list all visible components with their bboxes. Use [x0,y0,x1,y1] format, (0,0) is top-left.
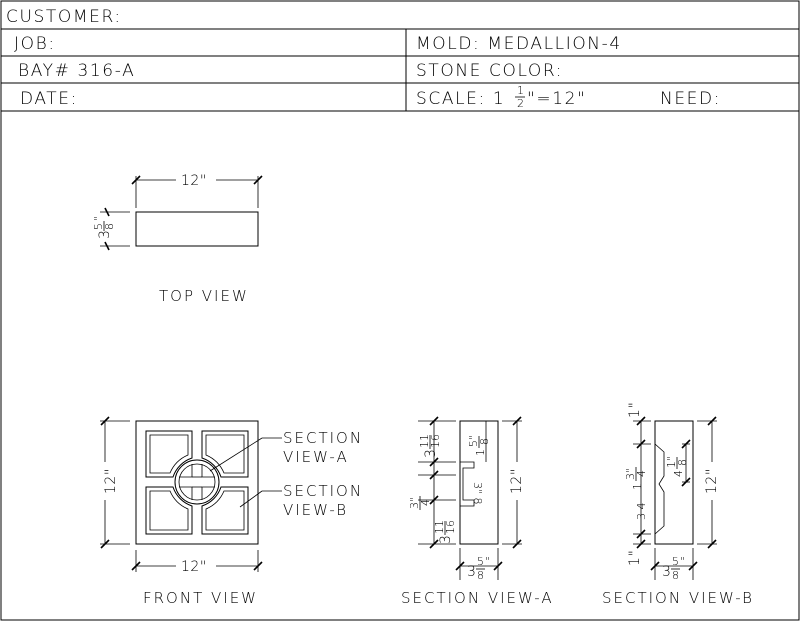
front-view-outline [135,420,259,545]
section-b-top-dim: 1" [627,402,643,418]
section-a-callout-line1: SECTION [283,429,363,447]
section-b-depth-dim: 3 5 8 " [662,555,685,582]
section-a-label: SECTION VIEW-A [401,589,554,607]
svg-text:3: 3 [423,449,439,458]
svg-text:3: 3 [467,564,476,580]
section-a-top-dim: 3 11 16 [418,434,442,458]
front-view-label: FRONT VIEW [143,589,258,607]
section-a-leader [209,437,263,472]
mold-field: MOLD: MEDALLION-4 [416,34,622,54]
front-height-dim: 12" [103,468,119,494]
svg-text:16: 16 [444,520,457,534]
section-b-callout-line1: SECTION [283,482,363,500]
customer-field: CUSTOMER: [6,7,122,27]
section-a-callout-line2: VIEW-A [283,448,349,466]
svg-text:5: 5 [672,555,679,568]
section-a-bottom-dim: 3 11 16 [433,520,457,544]
svg-text:4: 4 [672,470,685,477]
svg-text:5: 5 [92,223,105,230]
svg-text:": " [485,555,490,568]
svg-text:3": 3" [408,497,421,509]
svg-text:11: 11 [433,520,446,534]
svg-text:1: 1 [474,449,487,456]
panel-top-left [145,430,193,478]
svg-text:8: 8 [477,569,484,582]
section-b-callout-line2: VIEW-B [283,501,348,519]
section-b-bottom-dim: 1" [627,550,643,566]
section-a-profile [460,461,475,507]
section-b-label: SECTION VIEW-B [602,589,754,607]
svg-text:8: 8 [676,459,689,466]
panel-bottom-left [145,486,193,535]
scale-field: SCALE: 1 1 2 "=12" [416,84,587,110]
bay-field: BAY# 316-A [18,61,135,81]
top-view-label: TOP VIEW [159,287,249,305]
section-a-inner-text: 3" 8 [471,482,484,505]
svg-text:5: 5 [477,555,484,568]
svg-text:SCALE: 1: SCALE: 1 [416,89,505,109]
svg-text:4: 4 [635,470,648,477]
svg-text:3": 3" [624,468,637,480]
svg-text:4: 4 [419,499,432,506]
svg-text:8: 8 [672,569,679,582]
medallion-ring [174,459,220,505]
svg-text:11: 11 [418,434,431,448]
section-b-small-frac: 3 4 [635,503,648,521]
svg-text:": " [92,216,105,221]
front-width-dim: 12" [181,559,207,575]
svg-text:5": 5" [467,435,480,447]
svg-text:3: 3 [97,230,113,239]
panel-top-right [201,430,249,478]
section-a-mid-dim: 3" 4 [408,496,432,510]
svg-text:8: 8 [478,438,491,445]
section-b-leader [239,490,263,508]
svg-text:1: 1 [517,84,524,97]
section-b-right-dim: 4 1" 8 [665,456,689,477]
section-b-height-dim: 12" [704,468,720,494]
section-a-outline [459,420,499,545]
svg-text:1": 1" [665,456,678,468]
section-a-depth-dim: 3 5 8 " [467,555,490,582]
top-width-dim: 12" [181,173,207,189]
section-b-mid-dim: 1 3" 4 [624,467,648,490]
top-view-outline [135,211,259,247]
svg-text:2: 2 [517,97,524,110]
section-view-a: 3" 8 12" 1 5" 8 3 11 16 [401,416,554,607]
svg-text:16: 16 [429,434,442,448]
section-b-profile [654,443,665,535]
svg-text:"=12": "=12" [527,89,587,109]
stone-color-field: STONE COLOR: [416,61,563,81]
svg-text:3: 3 [438,535,454,544]
svg-text:1: 1 [631,483,644,490]
svg-text:": " [680,555,685,568]
top-depth-dim: 3 5 8 " [92,207,130,251]
date-field: DATE: [20,89,78,109]
svg-text:8: 8 [103,223,116,230]
section-b-outline [654,420,694,545]
job-field: JOB: [14,34,56,54]
section-view-b: 12" 4 1" 8 1" 1 3" 4 3 4 1" [602,402,754,607]
section-a-right-dim: 1 5" 8 [467,435,491,456]
need-field: NEED: [660,89,721,109]
svg-text:3: 3 [662,564,671,580]
front-view: 12" 12" SECTION VIEW-A SECTION VIEW-B FR… [100,416,363,607]
section-a-height-dim: 12" [509,468,525,494]
panel-bottom-right [201,486,249,535]
top-view: 12" 3 5 8 " TOP VIEW [92,173,263,305]
